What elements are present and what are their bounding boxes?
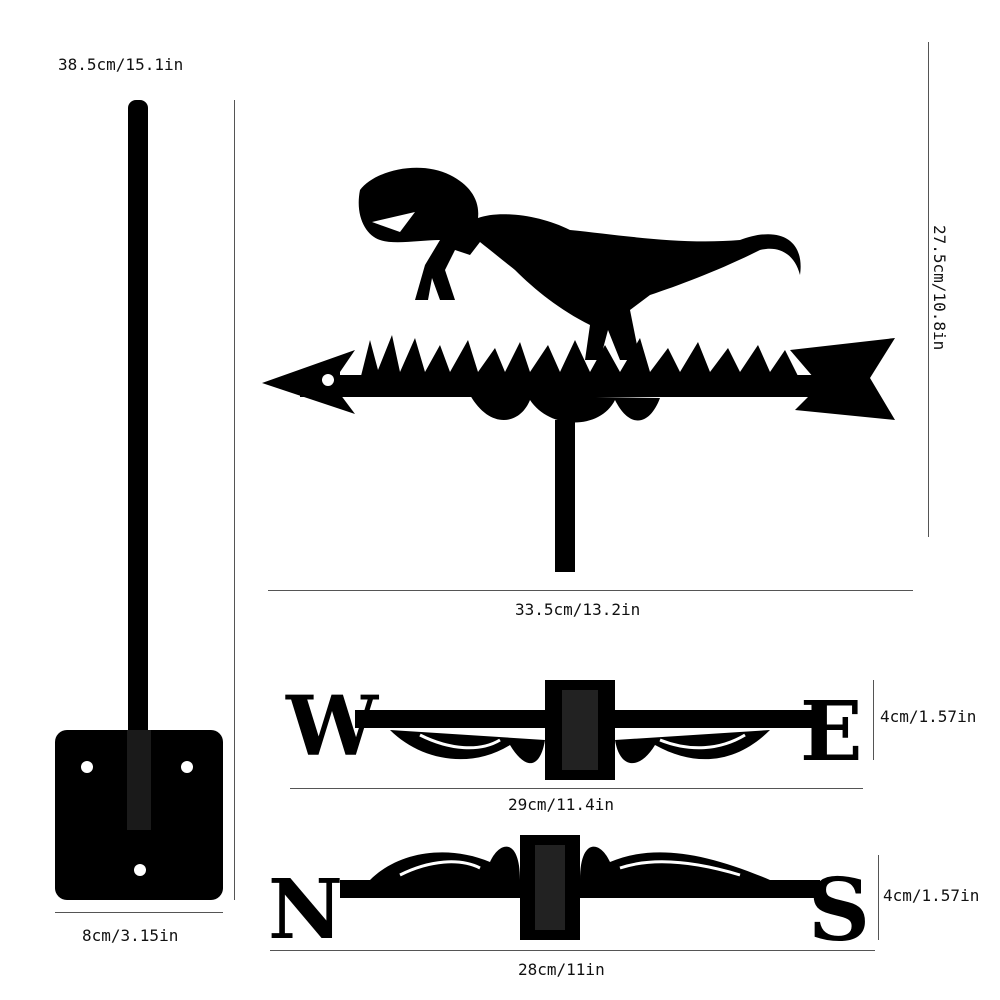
we-width-dimension-line [290,788,863,789]
compass-letter-west: W [285,679,380,775]
pole-length-label: 38.5cm/15.1in [58,55,184,74]
compass-letter-east: E [800,684,863,780]
we-height-dimension-line [873,680,874,760]
pole-dimension-line [234,100,235,900]
vane-height-dimension-line [928,42,929,537]
base-width-label: 8cm/3.15in [82,926,179,945]
ns-width-label: 28cm/11in [518,960,605,979]
screw-hole [81,761,93,773]
we-height-label: 4cm/1.57in [880,707,977,726]
vane-height-label: 27.5cm/10.8in [930,225,949,351]
ns-height-dimension-line [878,855,879,940]
base-width-dimension-line [55,912,223,913]
dinosaur-vane [262,167,895,572]
north-south-compass-arm [340,835,820,940]
ns-height-label: 4cm/1.57in [883,886,980,905]
vane-width-dimension-line [268,590,913,591]
west-east-compass-arm [355,680,815,780]
ns-width-dimension-line [270,950,875,951]
screw-hole [134,864,146,876]
mounting-pole [128,100,148,830]
vane-width-label: 33.5cm/13.2in [515,600,641,619]
we-width-label: 29cm/11.4in [508,795,614,814]
screw-hole [181,761,193,773]
compass-letter-south: S [808,860,870,961]
compass-letter-north: N [268,862,343,958]
mounting-base-plate [55,730,223,900]
